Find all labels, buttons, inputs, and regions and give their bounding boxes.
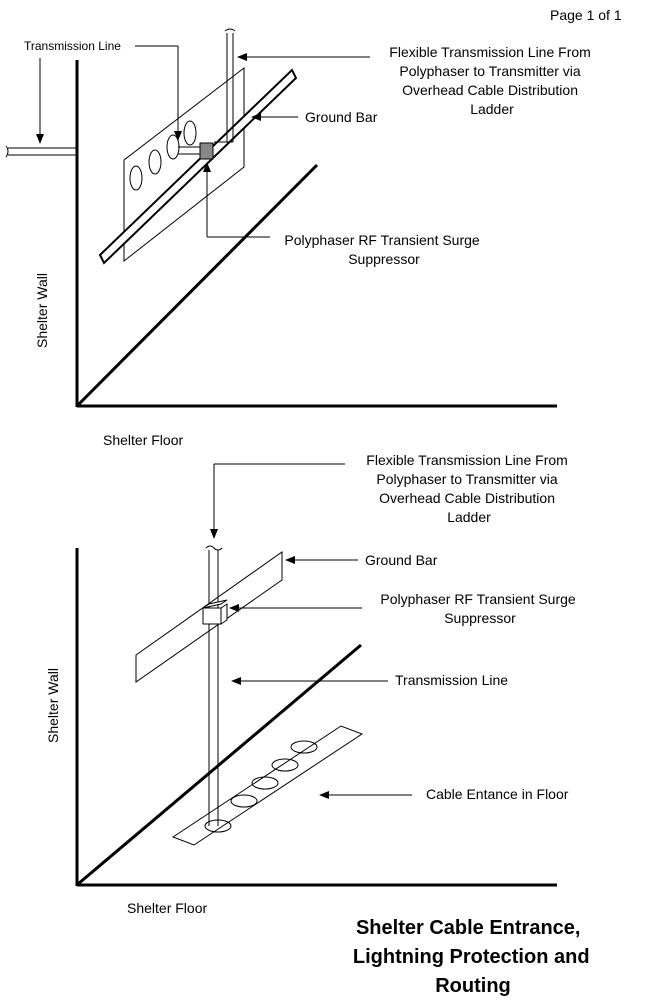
top-label-floor: Shelter Floor bbox=[103, 432, 183, 448]
bottom-floor-hole bbox=[290, 740, 318, 754]
top-label-ground-bar: Ground Bar bbox=[305, 109, 378, 125]
top-line-break bbox=[224, 28, 236, 32]
bottom-label-transmission-line: Transmission Line bbox=[395, 672, 508, 688]
bottom-label-suppressor: Polyphaser RF Transient Surge Suppressor bbox=[380, 591, 579, 626]
bottom-label-floor: Shelter Floor bbox=[127, 900, 207, 916]
bottom-surge-suppressor bbox=[202, 607, 222, 625]
bottom-surge-suppressor-top bbox=[202, 599, 228, 609]
top-label-flexible-line: Flexible Transmission Line From Polyphas… bbox=[389, 44, 594, 117]
diagram-title: Shelter Cable Entrance, Lightning Protec… bbox=[353, 917, 595, 997]
top-floor-corner-line bbox=[76, 163, 319, 407]
top-entry-hole bbox=[129, 165, 143, 191]
top-entry-panel bbox=[123, 66, 245, 263]
top-entry-hole bbox=[148, 149, 162, 175]
bottom-label-cable-entrance: Cable Entance in Floor bbox=[426, 786, 569, 802]
bottom-line-break bbox=[205, 545, 223, 551]
bottom-label-wall: Shelter Wall bbox=[45, 668, 61, 743]
top-label-suppressor: Polyphaser RF Transient Surge Suppressor bbox=[284, 232, 483, 267]
bottom-surge-suppressor-side bbox=[220, 603, 228, 625]
top-entry-hole bbox=[183, 120, 197, 146]
top-diagram: Transmission Line Flexible Transmission … bbox=[5, 28, 594, 448]
bottom-floor-corner-line bbox=[77, 643, 362, 886]
bottom-label-flexible-line: Flexible Transmission Line From Polyphas… bbox=[366, 452, 571, 525]
bottom-label-ground-bar: Ground Bar bbox=[365, 552, 438, 568]
top-label-transmission-line: Transmission Line bbox=[24, 39, 121, 53]
top-surge-suppressor bbox=[199, 142, 214, 160]
bottom-floor-hole bbox=[271, 758, 299, 772]
bottom-floor-hole bbox=[251, 776, 279, 790]
bottom-floor-plate bbox=[171, 725, 364, 846]
top-line-break bbox=[5, 145, 9, 158]
top-label-wall: Shelter Wall bbox=[34, 273, 50, 348]
bottom-floor-hole bbox=[230, 794, 258, 808]
bottom-diagram: Flexible Transmission Line From Polyphas… bbox=[45, 452, 579, 916]
top-ground-bar bbox=[98, 68, 298, 265]
page-label: Page 1 of 1 bbox=[550, 7, 622, 23]
